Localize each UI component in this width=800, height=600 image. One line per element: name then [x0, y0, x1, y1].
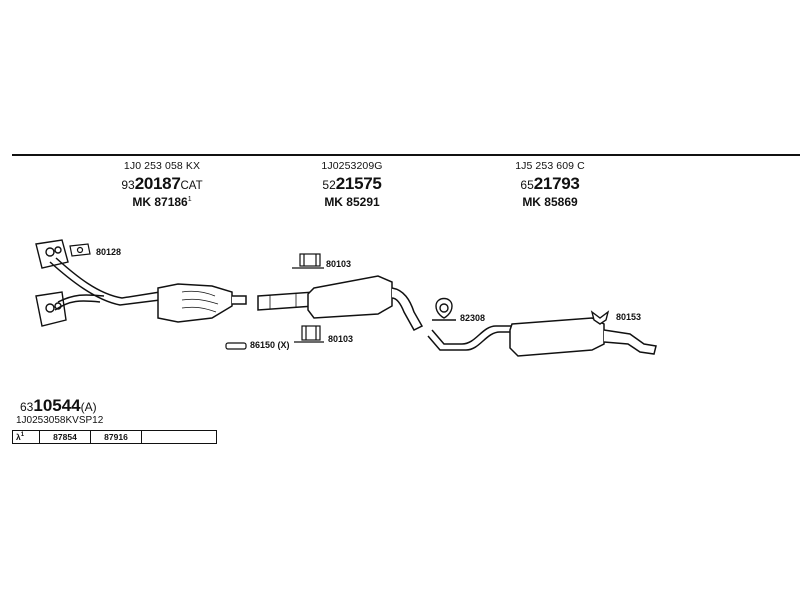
mk-number: MK 85869 — [522, 195, 578, 209]
oe-number: 1J0253209G — [321, 160, 383, 172]
rubber-ring-icon[interactable] — [432, 297, 456, 321]
middle-silencer-icon[interactable] — [257, 275, 424, 331]
oe-number: 1J0 253 058 KX — [123, 160, 201, 172]
label-hanger[interactable]: 80153 — [616, 312, 642, 322]
label-rubber-ring[interactable]: 82308 — [460, 313, 486, 323]
lambda-cell: λ1 — [12, 430, 40, 444]
ref-cell[interactable]: 87916 — [90, 430, 142, 444]
label-clamp-upper[interactable]: 80103 — [326, 259, 352, 269]
part-column-catalyst: 1J0 253 058 KX 9320187CAT MK 871861 — [72, 160, 252, 209]
reference-table: λ1 87854 87916 — [12, 430, 217, 444]
sealing-ring-icon[interactable] — [225, 342, 247, 350]
oe-number: 1J5 253 609 C — [515, 160, 585, 172]
ref-cell — [141, 430, 217, 444]
label-gasket[interactable]: 80128 — [96, 247, 122, 257]
front-pipe-catalyst-icon[interactable] — [49, 257, 247, 323]
clamp-lower-icon[interactable] — [294, 325, 324, 343]
part-column-rear-silencer: 1J5 253 609 C 6521793 MK 85869 — [460, 160, 640, 209]
manifold-flange-lower-icon[interactable] — [35, 291, 67, 327]
mk-number: MK 871861 — [132, 195, 192, 209]
set-part-number[interactable]: 6310544(A) — [20, 396, 97, 415]
label-clamp-lower[interactable]: 80103 — [328, 334, 354, 344]
label-sealing-ring[interactable]: 86150 (X) — [250, 340, 290, 350]
clamp-upper-icon[interactable] — [292, 253, 324, 269]
header-rule — [12, 154, 800, 156]
part-number[interactable]: 5221575 — [322, 174, 382, 193]
rear-silencer-icon[interactable] — [427, 317, 657, 357]
part-number[interactable]: 6521793 — [520, 174, 580, 193]
set-oe-reference: 1J0253058KVSP12 — [16, 415, 104, 426]
part-column-middle-silencer: 1J0253209G 5221575 MK 85291 — [262, 160, 442, 209]
gasket-icon[interactable] — [69, 243, 91, 257]
hanger-icon[interactable] — [590, 310, 610, 325]
part-number[interactable]: 9320187CAT — [121, 174, 203, 193]
mk-number: MK 85291 — [324, 195, 380, 209]
ref-cell[interactable]: 87854 — [39, 430, 91, 444]
